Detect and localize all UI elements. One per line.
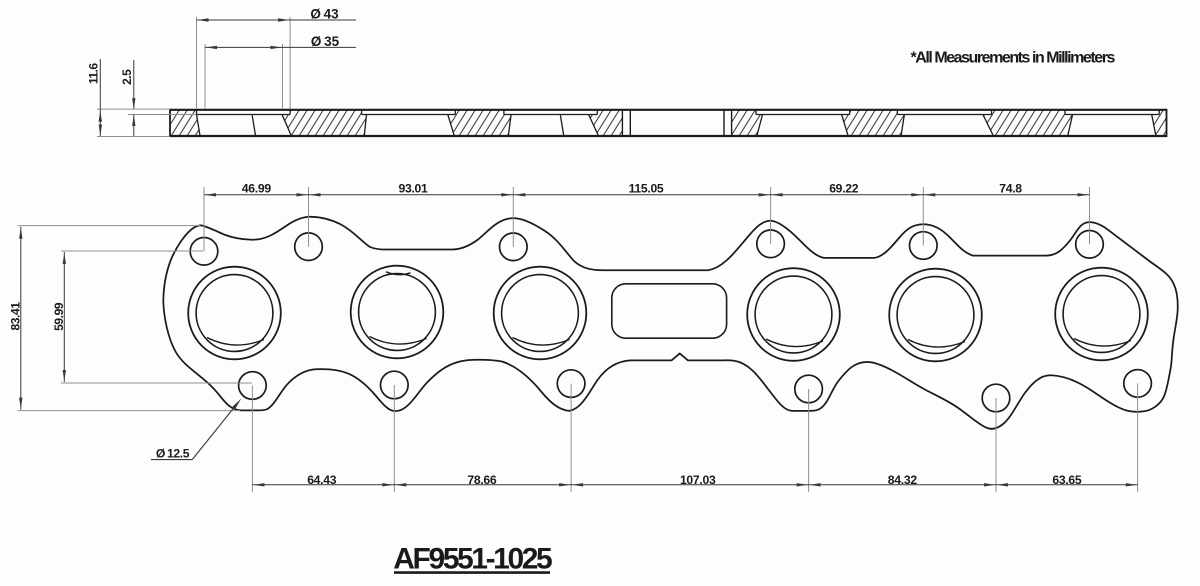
svg-text:83.41: 83.41 (8, 302, 22, 331)
svg-text:2.5: 2.5 (120, 69, 134, 85)
svg-text:46.99: 46.99 (242, 181, 272, 195)
svg-text:Ø 12.5: Ø 12.5 (156, 446, 190, 460)
svg-text:78.66: 78.66 (467, 473, 497, 487)
svg-text:63.65: 63.65 (1052, 473, 1082, 487)
svg-text:115.05: 115.05 (629, 181, 664, 195)
svg-text:59.99: 59.99 (52, 302, 66, 331)
svg-text:Ø 35: Ø 35 (311, 34, 340, 49)
svg-text:Ø 43: Ø 43 (310, 7, 339, 22)
svg-text:69.22: 69.22 (829, 181, 859, 195)
svg-text:11.6: 11.6 (87, 63, 101, 85)
svg-text:93.01: 93.01 (399, 181, 429, 195)
svg-text:74.8: 74.8 (999, 181, 1022, 195)
svg-text:AF9551-1025: AF9551-1025 (393, 542, 552, 575)
svg-text:*All Measurements in Millimete: *All Measurements in Millimeters (910, 49, 1115, 66)
svg-text:107.03: 107.03 (680, 473, 716, 487)
svg-text:64.43: 64.43 (307, 473, 337, 487)
svg-text:84.32: 84.32 (888, 473, 918, 487)
